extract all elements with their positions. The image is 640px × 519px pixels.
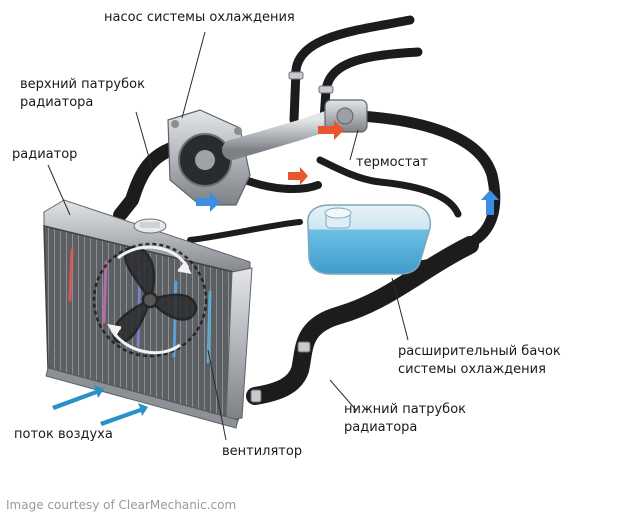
hot-flow-arrow-icon bbox=[288, 167, 308, 185]
tank-hose bbox=[187, 219, 303, 243]
hot-flow-arrow-icon bbox=[318, 120, 344, 140]
lower-hose-label-line1: нижний патрубок bbox=[344, 402, 466, 417]
flow-arrows bbox=[196, 120, 499, 215]
expansion-tank-label-line1: расширительный бачок bbox=[398, 344, 561, 359]
bypass-hose bbox=[316, 156, 462, 218]
leader-lines bbox=[47, 31, 409, 441]
return-hose bbox=[354, 110, 501, 246]
cold-flow-arrow-icon bbox=[481, 190, 499, 215]
expansion-tank-label-line2: системы охлаждения bbox=[398, 362, 546, 377]
airflow-arrows bbox=[52, 385, 148, 426]
lower-radiator-hose bbox=[246, 236, 479, 405]
pump-label: насос системы охлаждения bbox=[104, 10, 295, 25]
thermostat-label: термостат bbox=[356, 155, 428, 170]
water-pump bbox=[167, 109, 251, 206]
fan-rotation-arrows bbox=[107, 245, 192, 355]
airflow-arrow-icon bbox=[52, 385, 104, 410]
heater-hose-1 bbox=[289, 15, 415, 125]
lower-hose-label-line2: радиатора bbox=[344, 420, 418, 435]
fan-label: вентилятор bbox=[222, 444, 303, 459]
expansion-tank bbox=[307, 204, 432, 275]
cold-flow-arrow-icon bbox=[196, 192, 220, 212]
coolant-pipe bbox=[222, 110, 340, 160]
airflow-arrow-icon bbox=[100, 403, 148, 426]
fan bbox=[92, 242, 208, 358]
upper-hose-label-line2: радиатора bbox=[20, 95, 94, 110]
radiator-label: радиатор bbox=[12, 147, 78, 162]
overflow-hose bbox=[236, 174, 322, 194]
image-credit: Image courtesy of ClearMechanic.com bbox=[6, 498, 237, 512]
upper-hose-label-line1: верхний патрубок bbox=[20, 77, 145, 92]
airflow-label: поток воздуха bbox=[14, 427, 113, 442]
